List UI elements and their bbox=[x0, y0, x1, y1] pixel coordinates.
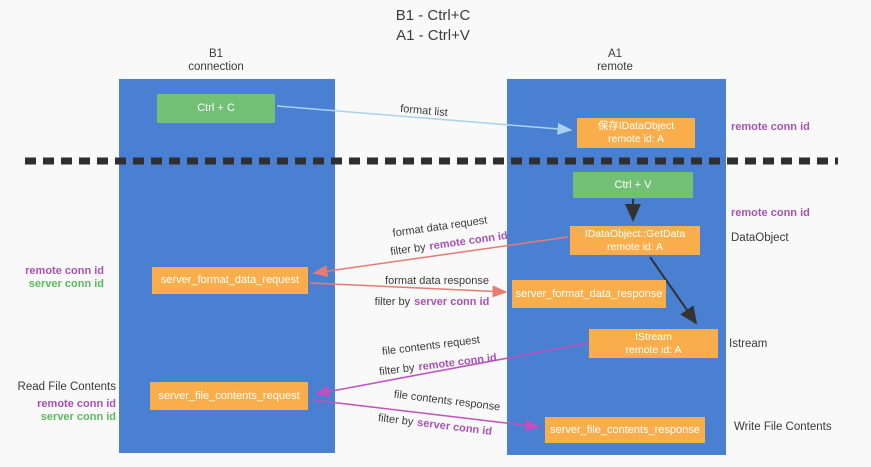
filter-by-prefix-2: filter by bbox=[374, 296, 411, 308]
left-remote-conn-id-1: remote conn id bbox=[25, 265, 104, 277]
title-line-2: A1 - Ctrl+V bbox=[396, 27, 470, 44]
flow-label-file-contents-request: file contents request bbox=[381, 334, 481, 358]
lane-a1-role: remote bbox=[597, 61, 633, 73]
left-conn-id-group-1: remote conn id server conn id bbox=[0, 265, 104, 291]
box-server-file-contents-response-label: server_file_contents_response bbox=[550, 423, 700, 436]
right-remote-conn-id-2: remote conn id bbox=[731, 207, 810, 219]
filter-by-prefix-1: filter by bbox=[389, 241, 427, 259]
left-conn-id-group-2: remote conn id server conn id bbox=[0, 398, 116, 424]
box-server-format-data-response: server_format_data_response bbox=[512, 280, 666, 308]
box-idataobject-getdata-line2: remote id: A bbox=[606, 240, 664, 253]
lane-header-a1: A1 remote bbox=[545, 48, 685, 74]
flow-label-format-list: format list bbox=[399, 102, 449, 120]
left-read-file-contents-label: Read File Contents bbox=[17, 381, 116, 393]
left-remote-conn-id-2: remote conn id bbox=[37, 398, 116, 410]
right-istream-label: Istream bbox=[729, 338, 768, 350]
box-server-file-contents-request: server_file_contents_request bbox=[150, 382, 308, 410]
lane-a1-name: A1 bbox=[607, 48, 623, 60]
box-istream: IStream remote id: A bbox=[589, 329, 718, 358]
filter-server-conn-id-1: server conn id bbox=[414, 296, 490, 308]
flow-label-format-data-response: format data response bbox=[385, 275, 489, 287]
diagram-title: B1 - Ctrl+C A1 - Ctrl+V bbox=[327, 6, 539, 46]
box-server-format-data-request: server_format_data_request bbox=[152, 267, 308, 294]
filter-remote-conn-id-1: remote conn id bbox=[428, 229, 509, 253]
box-istream-line2: remote id: A bbox=[625, 343, 682, 356]
box-istream-line1: IStream bbox=[635, 330, 672, 343]
right-write-file-contents-label: Write File Contents bbox=[734, 421, 832, 433]
lane-b1-name: B1 bbox=[208, 48, 224, 60]
box-server-format-data-request-label: server_format_data_request bbox=[160, 274, 300, 286]
filter-by-prefix-3: filter by bbox=[378, 361, 416, 379]
left-server-conn-id-1: server conn id bbox=[28, 278, 104, 290]
box-server-format-data-response-label: server_format_data_response bbox=[515, 287, 663, 300]
title-line-1: B1 - Ctrl+C bbox=[395, 7, 471, 24]
flow-label-file-contents-response: file contents response bbox=[393, 388, 501, 414]
box-ctrl-c-label: Ctrl + C bbox=[197, 102, 235, 114]
box-ctrl-v-label: Ctrl + V bbox=[614, 178, 652, 191]
box-idataobject-getdata: IDataObject::GetData remote id: A bbox=[570, 226, 700, 255]
box-save-idataobject-line2: remote id: A bbox=[607, 133, 665, 145]
lane-header-b1: B1 connection bbox=[146, 48, 286, 74]
box-save-idataobject: 保存IDataObject remote id: A bbox=[577, 118, 695, 148]
filter-remote-conn-id-2: remote conn id bbox=[417, 351, 498, 374]
box-ctrl-c: Ctrl + C bbox=[157, 94, 275, 123]
left-server-conn-id-2: server conn id bbox=[40, 411, 116, 423]
filter-by-prefix-4: filter by bbox=[377, 412, 415, 429]
box-save-idataobject-line1: 保存IDataObject bbox=[597, 120, 675, 132]
box-ctrl-v: Ctrl + V bbox=[573, 172, 693, 198]
right-dataobject-label: DataObject bbox=[731, 232, 789, 244]
filter-server-conn-id-2: server conn id bbox=[416, 416, 493, 438]
box-server-file-contents-request-label: server_file_contents_request bbox=[158, 389, 300, 402]
box-server-file-contents-response: server_file_contents_response bbox=[545, 417, 705, 443]
right-remote-conn-id-1: remote conn id bbox=[731, 121, 810, 133]
lane-b1-role: connection bbox=[188, 61, 244, 73]
box-idataobject-getdata-line1: IDataObject::GetData bbox=[584, 227, 686, 240]
